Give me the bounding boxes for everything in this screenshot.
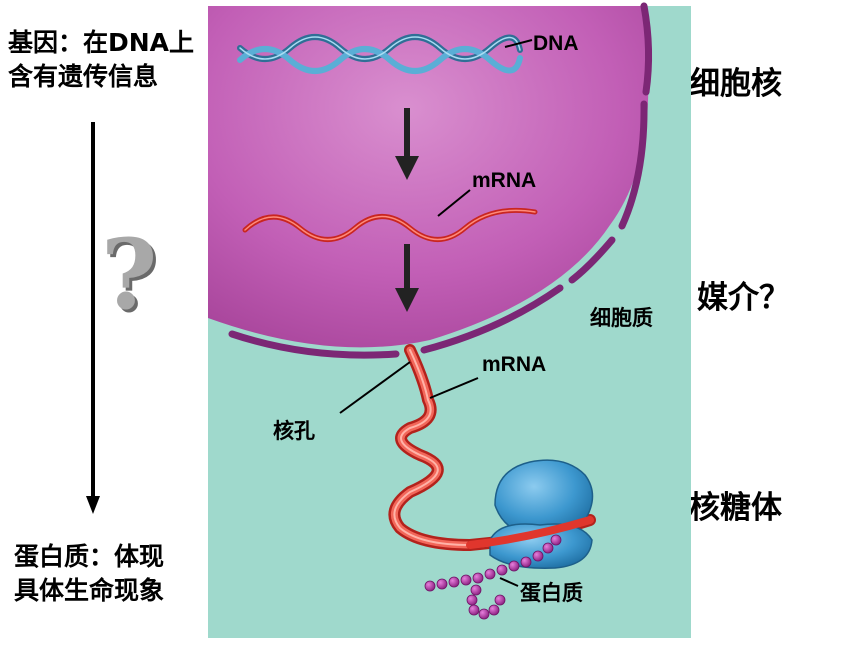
dna-helix — [237, 34, 523, 74]
protein-bead — [494, 594, 506, 606]
dna-label: DNA — [533, 32, 579, 55]
protein-bead — [542, 542, 554, 554]
transcription-arrow — [395, 108, 419, 180]
protein-bead — [532, 550, 544, 562]
protein-bead — [448, 576, 460, 588]
protein-bead — [496, 564, 508, 576]
gene-description-line1: 基因：在DNA上 — [8, 28, 195, 57]
nuclear-envelope-segment — [228, 330, 400, 359]
protein-bead — [508, 560, 520, 572]
protein-bead — [468, 604, 480, 616]
mrna-through-ribosome — [466, 516, 594, 549]
protein-bead — [472, 572, 484, 584]
protein-bead — [488, 604, 500, 616]
ribosome-label: 核糖体 — [689, 490, 782, 526]
protein-leader-line — [499, 577, 519, 587]
protein-bead — [466, 594, 478, 606]
nuclear-pore-label: 核孔 — [273, 419, 315, 443]
nuclear-envelope-segment — [568, 236, 616, 284]
export-arrow — [395, 244, 419, 312]
protein-bead — [484, 568, 496, 580]
protein-description-line1: 蛋白质：体现 — [14, 542, 165, 571]
nucleus-label: 细胞核 — [689, 66, 782, 102]
protein-bead — [470, 584, 482, 596]
dna-leader-line — [504, 39, 533, 48]
gene-to-protein-arrow — [86, 122, 100, 514]
mrna-strand-nucleus — [242, 207, 538, 242]
protein-description-line2: 具体生命现象 — [14, 576, 165, 605]
protein-bead — [550, 534, 562, 546]
protein-bead — [436, 578, 448, 590]
pore-leader-line — [339, 361, 411, 414]
nuclear-envelope-segment — [618, 100, 648, 230]
question-mark: ? — [101, 218, 158, 331]
gene-description-line2: 含有遗传信息 — [8, 62, 159, 91]
mrna-nucleus-leader-line — [437, 189, 471, 217]
protein-label: 蛋白质 — [520, 581, 583, 605]
nucleus — [208, 6, 649, 348]
nuclear-envelope-segment — [420, 284, 564, 354]
protein-chain — [424, 534, 562, 620]
protein-bead — [520, 556, 532, 568]
protein-bead — [460, 574, 472, 586]
medium-label: 媒介？ — [697, 280, 790, 316]
nuclear-envelope — [640, 2, 653, 96]
protein-bead — [424, 580, 436, 592]
mrna-nucleus-label: mRNA — [472, 169, 536, 192]
mrna-cytoplasm-label: mRNA — [482, 353, 546, 376]
protein-bead — [478, 608, 490, 620]
cytoplasm-label: 细胞质 — [590, 306, 653, 330]
mrna-cytoplasm-leader-line — [429, 377, 479, 399]
